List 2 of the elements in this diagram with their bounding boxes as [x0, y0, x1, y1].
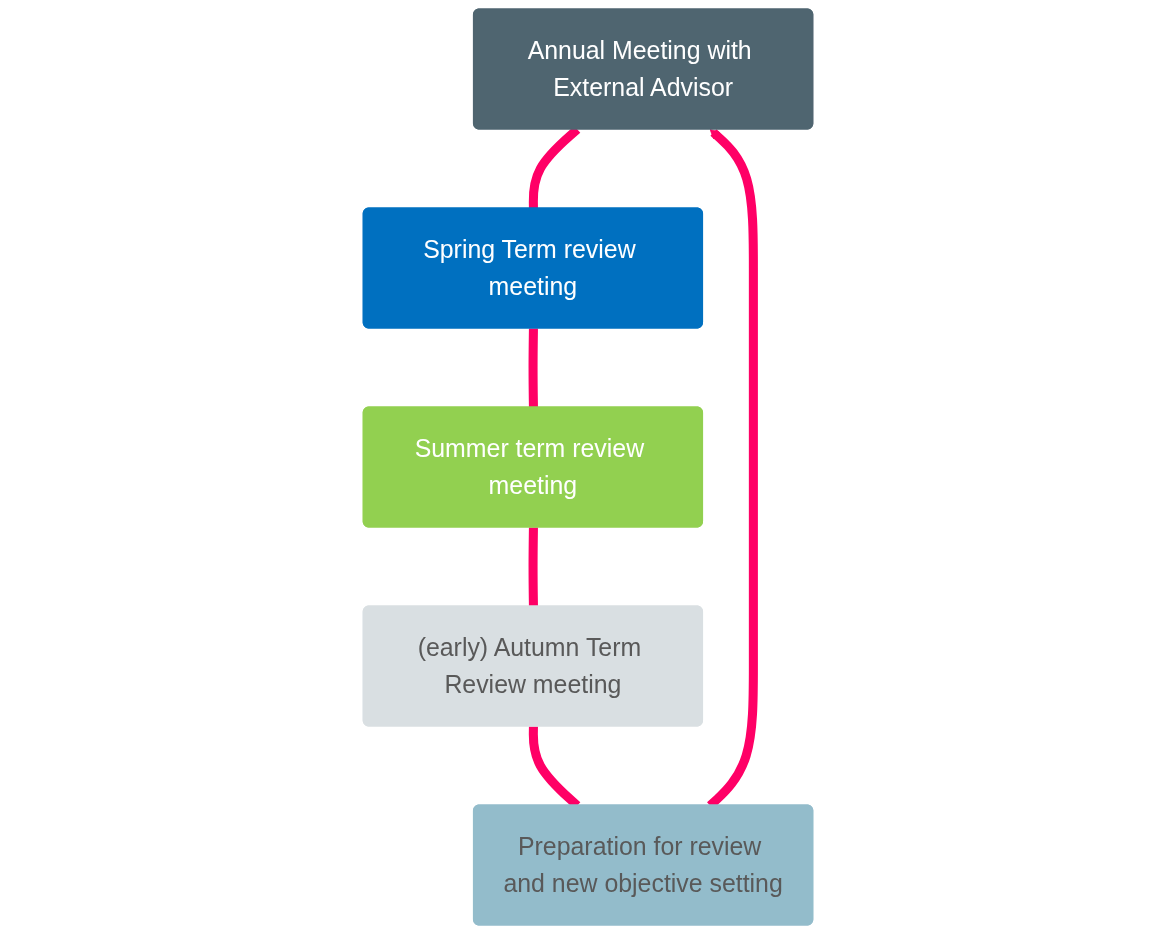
connector — [528, 527, 538, 607]
connector — [528, 328, 538, 408]
